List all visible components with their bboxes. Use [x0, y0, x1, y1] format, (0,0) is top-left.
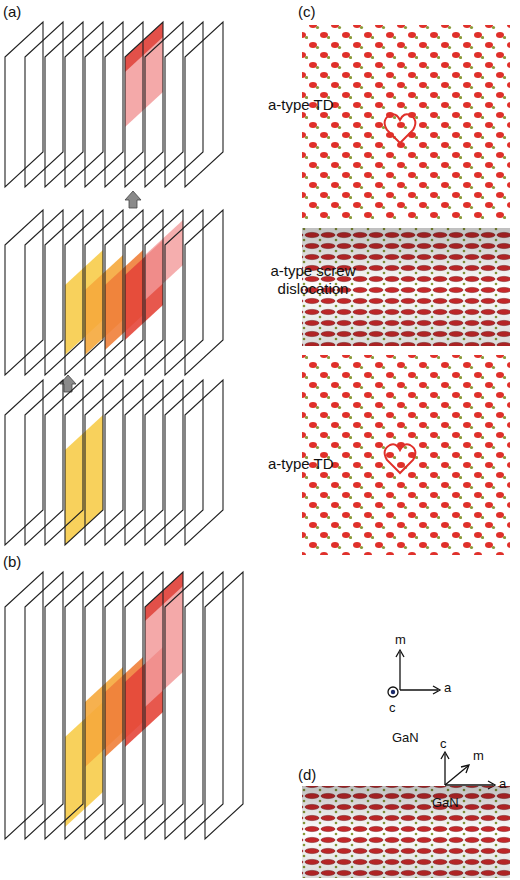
panel-label: (d)	[298, 766, 338, 784]
annotation-text: a-type screw dislocation	[268, 262, 358, 298]
axis-label: GaN	[432, 795, 482, 811]
axis-label: a	[444, 680, 464, 696]
atomic-planes	[5, 210, 223, 375]
atomic-planes	[5, 380, 223, 545]
atom-layers	[302, 786, 510, 878]
panel-label: (a)	[3, 3, 43, 21]
panel-label: (b)	[3, 553, 43, 571]
axis-arrows	[441, 752, 495, 789]
axis-arrows	[388, 650, 440, 697]
atomic-planes	[5, 22, 223, 187]
axis-label: GaN	[392, 730, 442, 746]
annotation-text: a-type TD	[268, 455, 368, 473]
atom-lattice	[302, 25, 510, 220]
shift-arrow	[125, 191, 141, 208]
shift-arrow	[60, 375, 76, 392]
axis-label: c	[389, 700, 409, 716]
axis-label: c	[440, 736, 460, 752]
axis-label: m	[473, 748, 493, 764]
axis-label: a	[499, 776, 519, 792]
panel-label: (c)	[298, 3, 338, 21]
annotation-text: a-type TD	[268, 96, 368, 114]
axis-label: m	[395, 632, 415, 648]
atomic-planes	[5, 572, 243, 839]
